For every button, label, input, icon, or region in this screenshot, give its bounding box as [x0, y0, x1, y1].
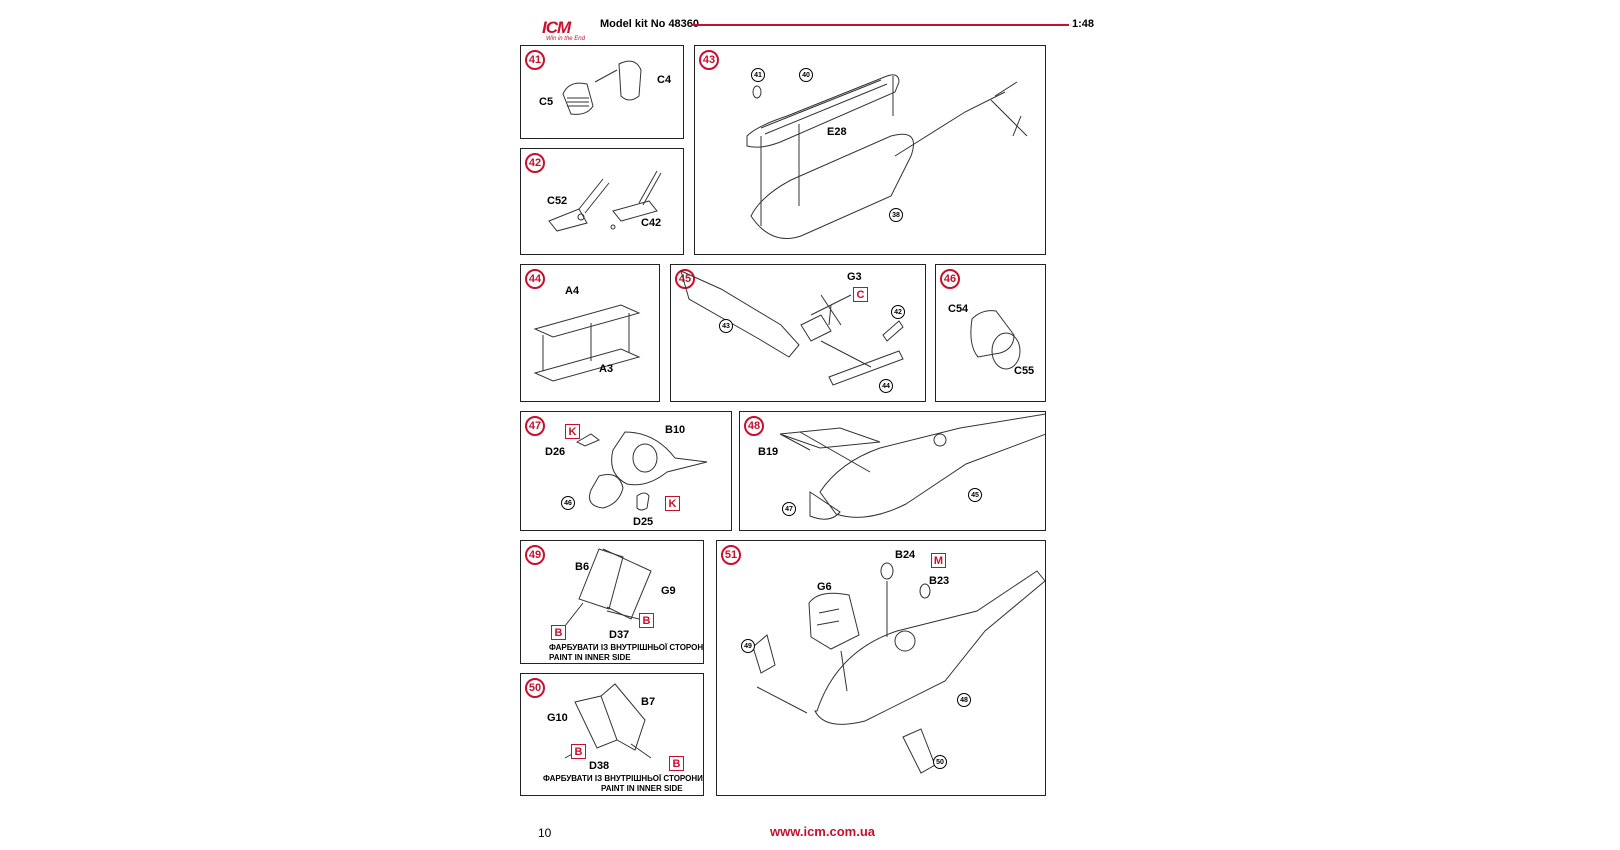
part-c52: C52	[547, 195, 568, 207]
step-46-drawing	[970, 310, 1021, 370]
step-45-panel: 45 G3 C 42 43 44	[670, 264, 926, 402]
step-51-panel: 51 B24 M B23 G6 49 48 50	[716, 540, 1046, 796]
paint-b-3: B	[571, 744, 586, 759]
step-42-panel: 42 C52 C42	[520, 148, 684, 255]
step-43-number: 43	[699, 50, 719, 70]
step-42-drawing	[548, 170, 662, 232]
part-d38: D38	[589, 760, 610, 772]
logo-tagline: Win in the End	[546, 36, 585, 42]
paint-note-en-2: PAINT IN INNER SIDE	[601, 784, 683, 793]
part-g3: G3	[847, 271, 862, 283]
step-46-panel: 46 C54 C55	[935, 264, 1046, 402]
step-47-panel: 47 K B10 D26 46 K D25	[520, 411, 732, 531]
logo-text: ICM	[542, 18, 571, 37]
step-44-number: 44	[525, 269, 545, 289]
part-c5: C5	[539, 96, 554, 108]
ref-45: 45	[968, 488, 982, 502]
kit-scale: 1:48	[1072, 18, 1095, 30]
paint-m: M	[931, 553, 946, 568]
part-g10: G10	[547, 712, 568, 724]
header-divider	[691, 24, 1069, 26]
ref-43: 43	[719, 319, 733, 333]
step-47-drawing	[575, 431, 708, 511]
website-link[interactable]: www.icm.com.ua	[770, 824, 875, 839]
paint-k-1: K	[565, 424, 580, 439]
step-46-number: 46	[940, 269, 960, 289]
ref-38: 38	[889, 208, 903, 222]
step-45-drawing	[680, 270, 904, 386]
step-41-drawing	[562, 60, 642, 115]
ref-42: 42	[891, 305, 905, 319]
step-45-number: 45	[675, 269, 695, 289]
step-48-number: 48	[744, 416, 764, 436]
part-g6: G6	[817, 581, 832, 593]
part-c55: C55	[1014, 365, 1035, 377]
part-b7: B7	[641, 696, 656, 708]
step-49-drawing	[560, 548, 652, 632]
ref-44: 44	[879, 379, 893, 393]
step-47-number: 47	[525, 416, 545, 436]
step-41-number: 41	[525, 50, 545, 70]
step-49-panel: 49 B6 G9 B B D37 ФАРБУВАТИ ІЗ ВНУТРІШНЬО…	[520, 540, 704, 664]
part-b10: B10	[665, 424, 686, 436]
paint-note-ua: ФАРБУВАТИ ІЗ ВНУТРІШНЬОЇ СТОРОНИ	[549, 643, 704, 652]
part-b24: B24	[895, 549, 916, 561]
step-42-number: 42	[525, 153, 545, 173]
page-number: 10	[538, 826, 552, 840]
step-48-panel: 48 B19 47 45	[739, 411, 1046, 531]
step-50-number: 50	[525, 678, 545, 698]
ref-47: 47	[782, 502, 796, 516]
ref-41: 41	[751, 68, 765, 82]
part-d26: D26	[545, 446, 566, 458]
icm-logo: ICM Win in the End	[538, 16, 592, 46]
ref-50: 50	[933, 755, 947, 769]
paint-b-2: B	[639, 613, 654, 628]
part-b6: B6	[575, 561, 590, 573]
step-51-number: 51	[721, 545, 741, 565]
kit-title: Model kit No 48360	[600, 18, 700, 30]
paint-note-ua-2: ФАРБУВАТИ ІЗ ВНУТРІШНЬОЇ СТОРОНИ	[543, 774, 703, 783]
instruction-page: ICM Win in the End Model kit No 48360 1:…	[520, 0, 1094, 850]
ref-46: 46	[561, 496, 575, 510]
step-51-drawing	[752, 562, 1045, 774]
step-44-drawing	[533, 304, 641, 382]
ref-49: 49	[741, 639, 755, 653]
ref-48: 48	[957, 693, 971, 707]
paint-c: C	[853, 287, 868, 302]
part-b19: B19	[758, 446, 779, 458]
step-49-number: 49	[525, 545, 545, 565]
paint-b-4: B	[669, 756, 684, 771]
part-c54: C54	[948, 303, 969, 315]
step-44-panel: 44 A4 A3	[520, 264, 660, 402]
part-b23: B23	[929, 575, 950, 587]
step-41-panel: 41 C4 C5	[520, 45, 684, 139]
paint-b-1: B	[551, 625, 566, 640]
part-e28: E28	[827, 126, 847, 138]
part-d37: D37	[609, 629, 630, 641]
step-48-drawing	[779, 413, 1045, 520]
paint-k-2: K	[665, 496, 680, 511]
part-c42: C42	[641, 217, 662, 229]
step-50-panel: 50 B7 G10 B B D38 ФАРБУВАТИ ІЗ ВНУТРІШНЬ…	[520, 673, 704, 796]
step-43-panel: 43 41 40 E28 38	[694, 45, 1046, 255]
paint-note-en: PAINT IN INNER SIDE	[549, 653, 631, 662]
step-43-drawing	[746, 74, 1028, 239]
part-a3: A3	[599, 363, 614, 375]
part-c4: C4	[657, 74, 672, 86]
ref-40: 40	[799, 68, 813, 82]
part-a4: A4	[565, 285, 580, 297]
part-d25: D25	[633, 516, 654, 528]
part-g9: G9	[661, 585, 676, 597]
